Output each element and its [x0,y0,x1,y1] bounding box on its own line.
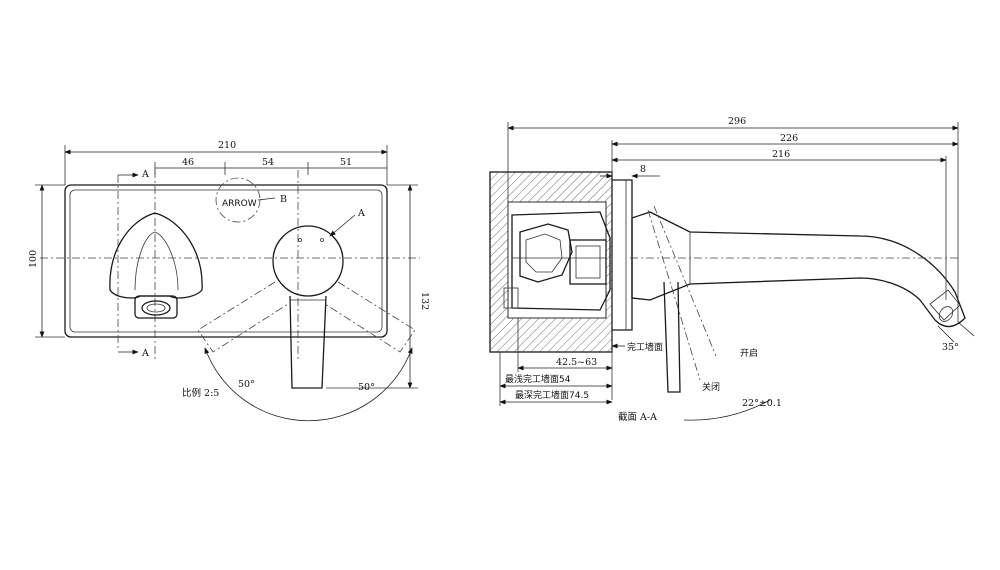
max-finished-wall: 最深完工墙面74.5 [515,389,589,401]
section-title: 截面 A-A [618,411,657,423]
section-mark-bottom: A [141,348,149,359]
dim-height-right: 132 [419,292,430,310]
side-view: 296 226 216 8 42.5~63 完工墙面 最浅完工墙面54 最深完工… [489,116,975,423]
angle-left: 50° [238,379,255,390]
diverter-knob [109,212,203,299]
front-view: ARROW B A A A 210 46 54 51 100 132 [28,140,430,422]
arrow-label: ARROW [222,199,257,209]
finished-wall-label: 完工墙面 [627,341,663,353]
dim-segment-1: 46 [182,157,194,168]
angle-handle: 22°±0.1 [742,398,782,409]
dim-8: 8 [640,164,646,175]
open-label: 开启 [740,347,758,359]
dim-226: 226 [780,133,798,144]
dim-296: 296 [728,116,746,127]
valve-body [511,211,611,311]
close-label: 关闭 [702,381,720,393]
detail-mark-a: A [357,208,365,219]
mixer-lever [289,295,327,389]
dim-segment-3: 51 [340,157,352,168]
mixer-handle-hub [272,225,344,297]
spout [631,211,966,328]
detail-mark-b: B [280,194,287,205]
dim-height-left: 100 [28,250,39,268]
section-mark-top: A [141,169,149,180]
cover-plate [64,184,388,338]
dim-216: 216 [772,149,790,160]
angle-spout: 35° [942,342,959,353]
angle-right: 50° [358,382,375,393]
dim-total-width: 210 [218,140,236,151]
scale-label: 比例 2:5 [182,387,219,399]
dim-segment-2: 54 [262,157,274,168]
min-finished-wall: 最浅完工墙面54 [505,373,571,385]
side-lever [663,281,681,393]
dim-range: 42.5~63 [556,357,597,368]
